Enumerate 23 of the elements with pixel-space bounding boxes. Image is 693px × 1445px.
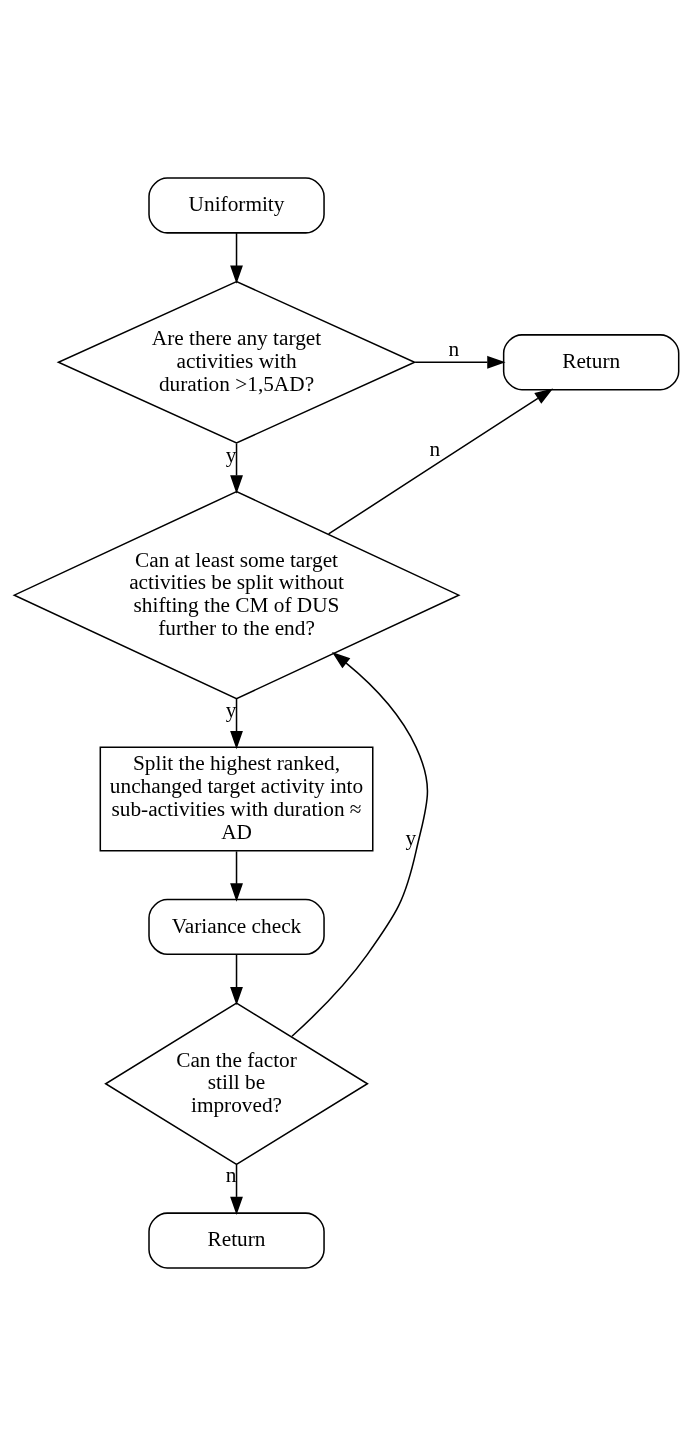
arrow bbox=[230, 1163, 243, 1215]
node-box: Variance check bbox=[148, 898, 325, 955]
node-diamond: Can at least some target activities be split without shifting the CM of DUS further to the end? bbox=[12, 490, 461, 699]
edge-label: y bbox=[225, 442, 237, 467]
arrow bbox=[414, 355, 506, 369]
arrow bbox=[230, 231, 243, 284]
arrow bbox=[230, 697, 243, 749]
arrow bbox=[230, 442, 243, 494]
node-box: Split the highest ranked, unchanged target activity into sub-activities with duration ≈ AD bbox=[99, 746, 374, 852]
arrow bbox=[230, 953, 243, 1005]
node-diamond: Are there any target activities with duration >1,5AD? bbox=[56, 280, 417, 444]
node-box: Return bbox=[148, 1211, 325, 1269]
arrow bbox=[230, 850, 243, 902]
edge-label: y bbox=[225, 697, 237, 722]
node-box: Return bbox=[502, 333, 680, 390]
node-box: Uniformity bbox=[148, 176, 325, 234]
arrow bbox=[291, 651, 429, 1037]
edge-label: n bbox=[429, 436, 441, 461]
arrow bbox=[327, 387, 554, 535]
edge-label: n bbox=[448, 336, 460, 361]
edge-label: y bbox=[405, 825, 417, 850]
node-diamond: Can the factor still be improved? bbox=[104, 1001, 369, 1165]
edge-label: n bbox=[225, 1162, 237, 1187]
